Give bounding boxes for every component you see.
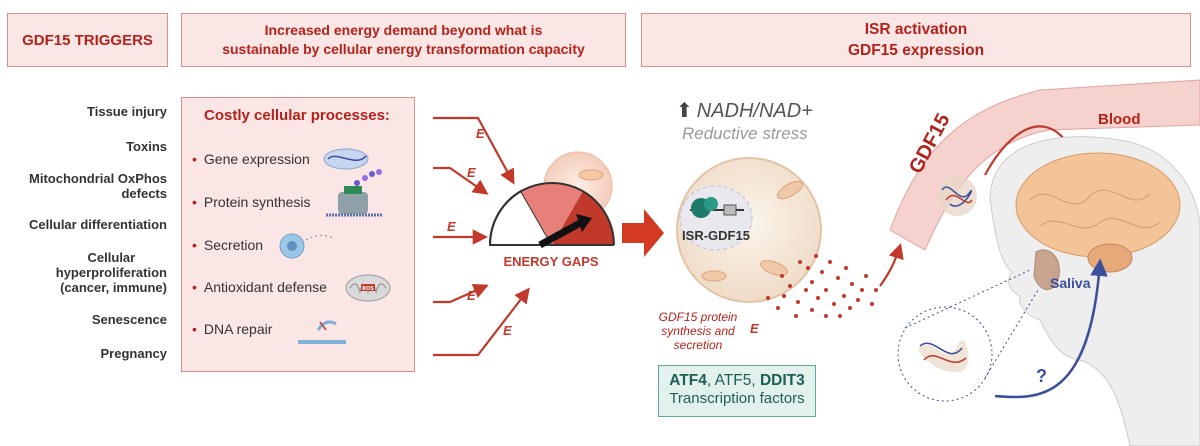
energy-label-5: E [503,323,512,338]
process-secretion: •Secretion [192,237,264,253]
trigger-hyper-line1: Cellular [87,250,136,265]
energy-gaps-label: ENERGY GAPS [503,254,598,269]
energy-gauge [488,182,615,249]
energy-arrow-1 [433,116,515,185]
energy-arrow-5 [433,287,530,357]
salivary-gland-icon [1033,249,1060,290]
gene-expression-icon [323,148,369,170]
transcription-factors-box: ATF4, ATF5, DDIT3 Transcription factors [658,365,816,417]
trigger-tissue-injury: Tissue injury [87,104,167,119]
energy-demand-header: Increased energy demand beyond what is s… [181,13,626,67]
triggers-header-label: GDF15 TRIGGERS [22,31,153,49]
trigger-mito-line1: Mitochondrial OxPhos [29,171,167,186]
large-cell [676,157,822,303]
nadh-label: ⬆NADH/NAD+ [676,100,813,122]
trigger-hyper-line2: hyperproliferation [55,265,167,280]
trigger-toxins: Toxins [126,139,167,154]
energy-label-2: E [467,165,476,180]
trigger-hyper-line3: (cancer, immune) [60,280,167,295]
gdf15-protein-saliva-icon [918,340,969,373]
dna-repair-icon [298,320,346,344]
process-antioxidant: •Antioxidant defense [192,279,327,295]
isr-header-line2: GDF15 expression [847,42,985,59]
big-arrow [622,209,664,257]
energy-header-line1: Increased energy demand beyond what is [264,22,543,38]
energy-label-4: E [467,288,476,303]
processes-box [181,97,415,372]
energy-arrow-4 [433,283,489,304]
energy-header-line2: sustainable by cellular energy transform… [222,41,585,57]
triggers-header: GDF15 TRIGGERS [7,13,168,67]
gdf15-protein-blood-icon [937,176,977,216]
isr-header-line1: ISR activation [864,21,968,38]
secreted-gdf15-dots [766,254,878,318]
trigger-hyperproliferation: Cellular hyperproliferation (cancer, imm… [56,250,167,295]
blood-label: Blood [1098,111,1141,128]
trigger-mito-line2: defects [121,186,167,201]
secretion-icon [279,233,335,259]
energy-arrows: E E E E E [433,116,530,357]
trigger-pregnancy: Pregnancy [100,346,167,361]
up-arrow-icon: ⬆ [676,100,693,122]
transcription-factors-names: ATF4, ATF5, DDIT3 [669,372,805,389]
brain-icon [1015,152,1181,273]
question-label: ? [1036,366,1047,386]
protein-synthesis-icon [326,169,382,217]
arrow-saliva-to-brain [994,258,1108,399]
process-gene-expression: •Gene expression [192,151,310,167]
process-dna-repair: •DNA repair [192,321,273,337]
reductive-stress-label: Reductive stress [682,124,808,143]
energy-label-1: E [476,126,485,141]
caption-energy-label: E [750,321,759,336]
trigger-mitochondrial: Mitochondrial OxPhos defects [29,171,167,201]
gdf15-secretion-caption: GDF15 protein synthesis and secretion [658,310,738,352]
isr-gdf15-label: ISR-GDF15 [682,228,750,243]
mitochondrion-icon: ROS [345,274,391,302]
isr-header: ISR activation GDF15 expression [641,13,1191,67]
gauge-needle [538,218,584,249]
transcription-factors-label: Transcription factors [669,390,805,407]
trigger-senescence: Senescence [91,312,167,327]
ros-label: ROS [362,286,374,292]
arrow-to-blood [879,243,904,287]
processes-title: Costly cellular processes: [204,107,390,124]
energy-label-3: E [447,219,456,234]
trigger-differentiation: Cellular differentiation [29,217,167,232]
saliva-label: Saliva [1050,275,1091,291]
process-protein-synthesis: •Protein synthesis [192,194,311,210]
energy-arrow-2 [433,166,489,195]
